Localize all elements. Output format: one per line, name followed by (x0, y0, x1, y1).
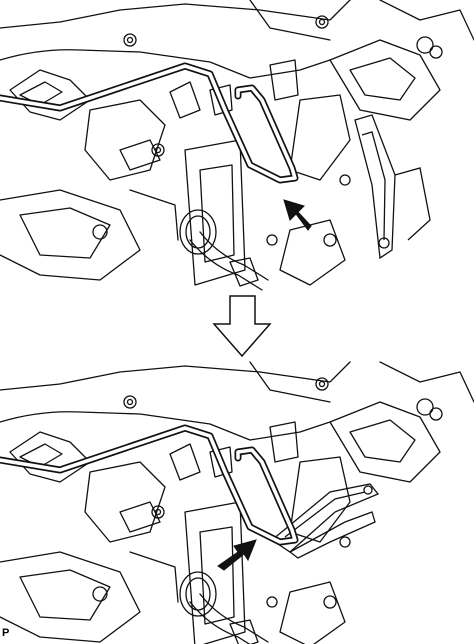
cable-clamp (270, 483, 380, 559)
transition-arrow-icon (212, 295, 272, 358)
push-arrow-icon (283, 199, 312, 231)
before-panel (0, 0, 474, 291)
figure-id-label: P (2, 627, 10, 639)
push-arrow-icon (217, 539, 257, 571)
wire-harness (0, 424, 299, 546)
wire-harness (0, 62, 299, 184)
cable-clamp (354, 114, 431, 260)
after-panel (0, 361, 474, 644)
